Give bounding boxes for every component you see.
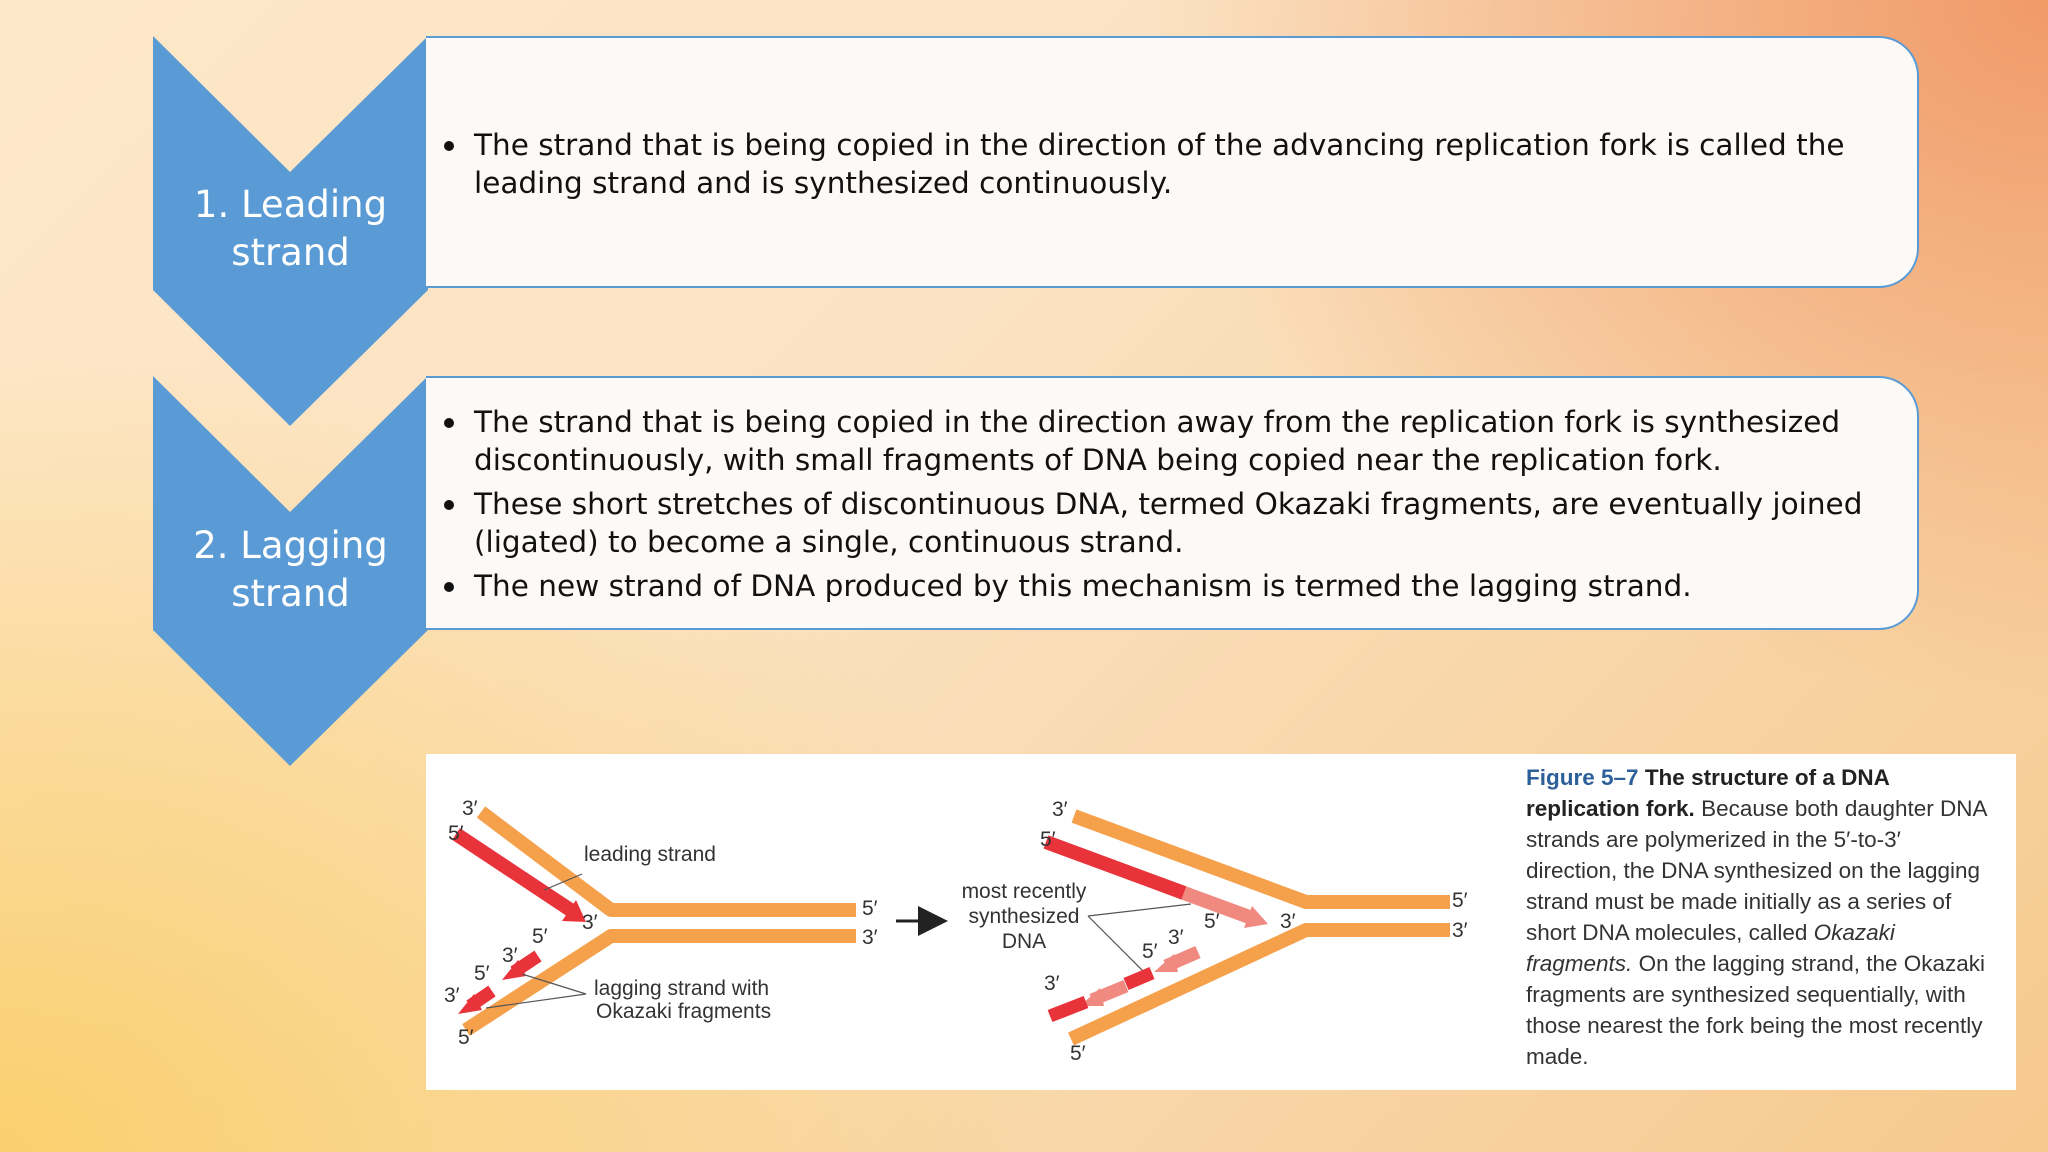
replication-fork-figure xyxy=(426,754,2016,1090)
step-1-bullet: The strand that is being copied in the d… xyxy=(426,126,1867,202)
recent-dna-label: most recently synthesized DNA xyxy=(962,880,1192,975)
svg-text:5′: 5′ xyxy=(458,1026,474,1049)
svg-text:3′: 3′ xyxy=(862,926,878,949)
bullet-dot-icon xyxy=(444,141,454,151)
step-2-bullet: The strand that is being copied in the d… xyxy=(426,403,1887,479)
lagging-strand-label: lagging strand with Okazaki fragments xyxy=(485,973,771,1023)
svg-text:3′: 3′ xyxy=(1044,972,1060,995)
svg-text:3′: 3′ xyxy=(444,984,460,1007)
replication-fork-diagram: 3′ 5′ 3′ 5′ 3′ 5′ 3′ 5′ 3′ 5′ leading st… xyxy=(444,797,1468,1065)
svg-text:3′: 3′ xyxy=(582,911,598,934)
svg-text:5′: 5′ xyxy=(448,822,464,845)
svg-text:5′: 5′ xyxy=(1204,910,1220,933)
step-2-label: 2. Lagging strand xyxy=(193,524,388,615)
svg-text:most recently: most recently xyxy=(962,880,1087,903)
svg-text:5′: 5′ xyxy=(474,962,490,985)
svg-text:3′: 3′ xyxy=(1168,926,1184,949)
left-leading-strand-arrow xyxy=(452,828,586,922)
bullet-dot-icon xyxy=(444,582,454,592)
figure-number: Figure 5–7 xyxy=(1526,765,1639,790)
figure-title: The structure of a DNA replication fork. xyxy=(1526,765,1890,821)
step-2-bullet: These short stretches of discontinuous D… xyxy=(426,485,1887,561)
left-fork-end-labels: 3′ 5′ 3′ 5′ 3′ 5′ 3′ 5′ 3′ 5′ xyxy=(444,797,878,1049)
figure-caption-text-2: On the lagging strand, the Okazaki fragm… xyxy=(1526,951,1986,1069)
right-fork-end-labels: 3′ 5′ 3′ 5′ 3′ 5′ 3′ 5′ 3′ 5′ xyxy=(1040,798,1468,1065)
right-leading-strand-arrow xyxy=(1043,835,1268,928)
svg-text:Okazaki fragments: Okazaki fragments xyxy=(596,1000,771,1023)
left-okazaki-fragments xyxy=(458,950,542,1014)
figure-caption-italic: Okazaki fragments. xyxy=(1526,920,1895,976)
step-2-chevron xyxy=(153,376,428,766)
right-fork-template-strands xyxy=(1068,809,1450,1046)
svg-text:5′: 5′ xyxy=(532,925,548,948)
svg-text:synthesized: synthesized xyxy=(969,905,1080,928)
svg-text:5′: 5′ xyxy=(1070,1042,1086,1065)
bullet-dot-icon xyxy=(444,418,454,428)
step-1-card: The strand that is being copied in the d… xyxy=(426,36,1919,288)
right-okazaki-fragments xyxy=(1047,946,1201,1023)
svg-text:DNA: DNA xyxy=(1002,930,1046,953)
figure-caption: Figure 5–7 The structure of a DNA replic… xyxy=(1526,762,1996,1072)
step-1-chevron xyxy=(153,36,428,426)
svg-text:5′: 5′ xyxy=(1040,828,1056,851)
step-1-label: 1. Leading strand xyxy=(193,183,388,274)
svg-text:5′: 5′ xyxy=(862,897,878,920)
svg-text:5′: 5′ xyxy=(1452,889,1468,912)
figure-caption-text: Because both daughter DNA strands are po… xyxy=(1526,796,1987,945)
svg-text:3′: 3′ xyxy=(1052,798,1068,821)
leading-strand-label: leading strand xyxy=(543,843,716,891)
bullet-dot-icon xyxy=(444,500,454,510)
svg-text:3′: 3′ xyxy=(1280,910,1296,933)
svg-text:3′: 3′ xyxy=(502,944,518,967)
svg-text:lagging strand with: lagging strand with xyxy=(594,977,769,1000)
left-fork-template-strands xyxy=(462,806,856,1036)
svg-text:3′: 3′ xyxy=(1452,919,1468,942)
svg-text:5′: 5′ xyxy=(1142,940,1158,963)
svg-text:3′: 3′ xyxy=(462,797,478,820)
svg-text:leading strand: leading strand xyxy=(584,843,716,866)
step-2-bullet: The new strand of DNA produced by this m… xyxy=(426,567,1887,605)
step-2-card: The strand that is being copied in the d… xyxy=(426,376,1919,630)
